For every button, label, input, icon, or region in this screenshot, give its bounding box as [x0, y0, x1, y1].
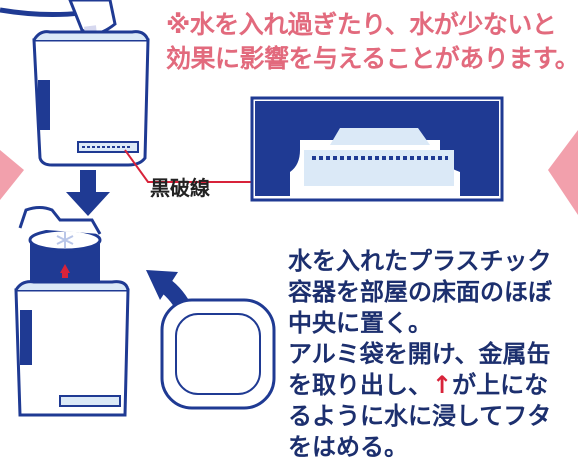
instruction-line-4: アルミ袋を開け、金属缶 — [288, 340, 551, 368]
instruction-line-3: 中央に置く。 — [288, 309, 432, 337]
left-pointer-triangle — [0, 150, 24, 200]
callout-line — [124, 149, 230, 183]
warning-note: ※水を入れ過ぎたり、水が少ないと 効果に影響を与えることがあります。 — [166, 8, 578, 76]
instruction-line-5b: が上にな — [452, 371, 549, 399]
instruction-illustration — [0, 0, 578, 417]
lid-icon — [160, 298, 276, 410]
black-dashed-line-label: 黒破線 — [150, 176, 210, 200]
warning-line-1: ※水を入れ過ぎたり、水が少ないと — [166, 10, 557, 39]
instruction-line-7: をはめる。 — [288, 433, 408, 461]
hand-icon — [18, 206, 102, 235]
instruction-line-2: 容器を部屋の床面のほぼ — [288, 278, 552, 306]
container-icon-bottom — [14, 280, 130, 417]
instruction-line-6: るように水に浸してフタ — [288, 402, 552, 430]
down-arrow-icon — [66, 170, 110, 216]
warning-line-2: 効果に影響を与えることがあります。 — [166, 44, 578, 73]
instructions-text: 水を入れたプラスチック 容器を部屋の床面のほぼ 中央に置く。 アルミ袋を開け、金… — [288, 246, 576, 463]
right-pointer-triangle — [548, 130, 578, 215]
instruction-line-1: 水を入れたプラスチック — [288, 247, 552, 275]
up-arrow-icon: ↑ — [432, 371, 453, 399]
instruction-line-5a: を取り出し、 — [288, 371, 432, 399]
instruction-line-5: を取り出し、↑が上にな — [288, 370, 576, 401]
up-arrow-icon — [60, 264, 70, 273]
container-icon — [32, 30, 150, 167]
detail-box — [250, 96, 504, 202]
